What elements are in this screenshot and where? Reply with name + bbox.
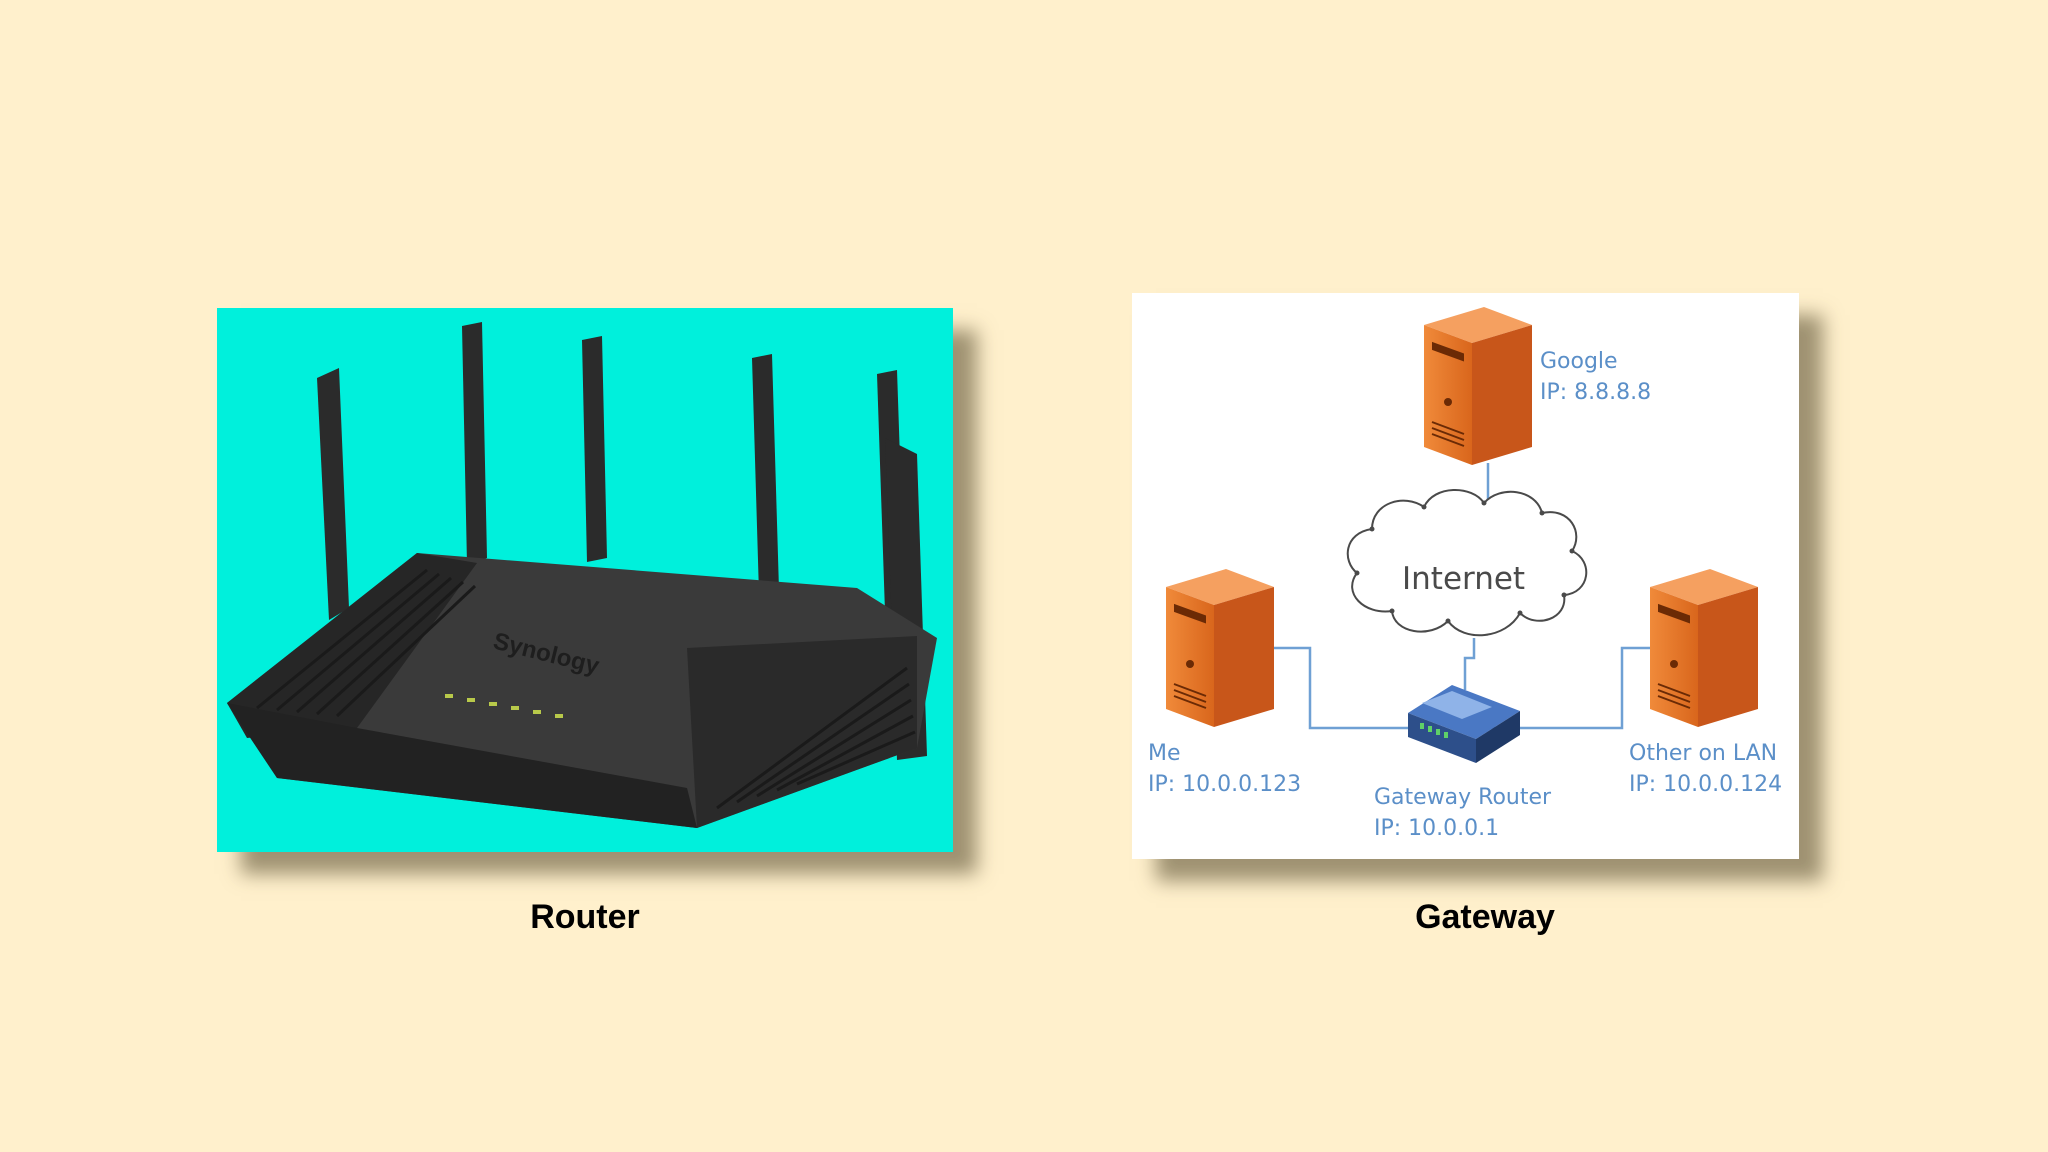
me-name-label: Me — [1148, 741, 1181, 766]
router-body — [227, 553, 937, 828]
google-server-icon — [1423, 306, 1533, 466]
gateway-router-name-label: Gateway Router — [1374, 785, 1552, 810]
google-name-label: Google — [1540, 349, 1618, 374]
router-illustration: Synology — [227, 322, 937, 828]
other-ip-label: IP: 10.0.0.124 — [1629, 772, 1782, 797]
internet-cloud-icon — [1346, 489, 1588, 637]
gateway-router-icon — [1408, 685, 1520, 763]
network-diagram: Google IP: 8.8.8.8 Internet Me IP: 10.0.… — [1148, 306, 1782, 841]
router-photo: Synology — [217, 308, 953, 852]
other-server-icon — [1649, 568, 1759, 728]
link-router-internet — [1463, 638, 1476, 690]
google-ip-label: IP: 8.8.8.8 — [1540, 380, 1651, 405]
gateway-caption: Gateway — [1415, 898, 1555, 936]
other-name-label: Other on LAN — [1629, 741, 1777, 766]
internet-label: Internet — [1402, 561, 1525, 597]
router-caption: Router — [530, 898, 640, 936]
me-ip-label: IP: 10.0.0.123 — [1148, 772, 1301, 797]
gateway-diagram: Google IP: 8.8.8.8 Internet Me IP: 10.0.… — [1132, 293, 1799, 859]
me-server-icon — [1165, 568, 1275, 728]
gateway-router-ip-label: IP: 10.0.0.1 — [1374, 816, 1499, 841]
